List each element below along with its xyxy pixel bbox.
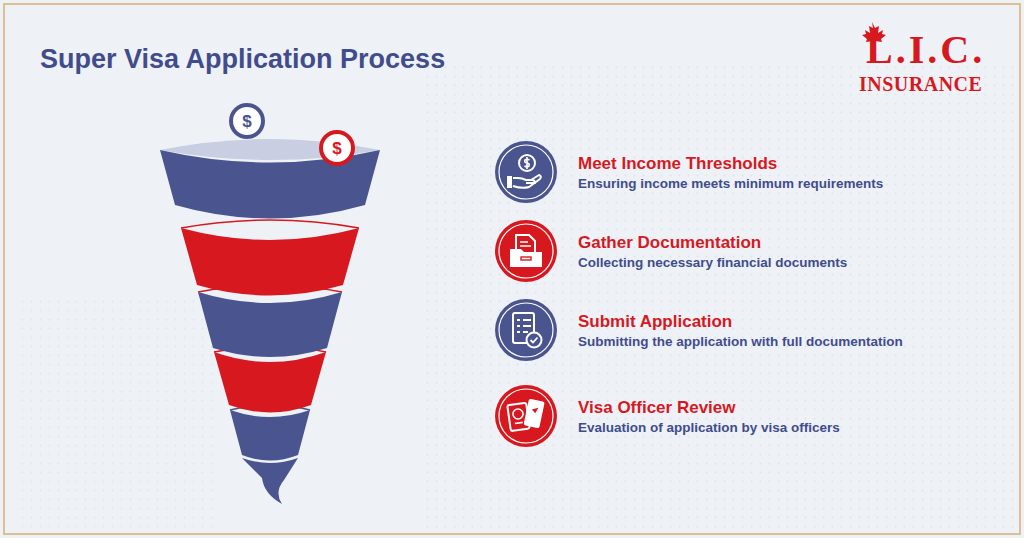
dollar-sign: $	[242, 113, 251, 130]
step-description: Submitting the application with full doc…	[578, 333, 998, 351]
funnel-band	[230, 410, 310, 461]
icon-ring	[499, 389, 553, 443]
process-step: Visa Officer ReviewEvaluation of applica…	[494, 384, 994, 448]
icon-glyph	[531, 338, 538, 343]
step-icon	[494, 384, 558, 448]
coin	[231, 105, 263, 137]
coin	[321, 132, 353, 164]
icon-glyph	[531, 407, 538, 414]
icon-glyph	[520, 242, 531, 246]
step-heading: Visa Officer Review	[578, 397, 998, 418]
step-description: Evaluation of application by visa office…	[578, 419, 998, 437]
step-icon	[494, 140, 558, 204]
frame-border	[4, 4, 1020, 534]
step-icon	[494, 219, 558, 283]
icon-glyph	[513, 175, 541, 188]
icon-glyph	[515, 422, 523, 423]
step-description: Collecting necessary financial documents	[578, 254, 998, 272]
icon-glyph	[517, 320, 531, 332]
process-step: Gather DocumentationCollecting necessary…	[494, 219, 994, 283]
icon-glyph	[521, 257, 531, 260]
icon-circle	[495, 385, 557, 447]
icon-ring	[499, 303, 553, 357]
funnel-band	[214, 352, 326, 413]
icon-ring	[499, 145, 553, 199]
icon-glyph	[507, 176, 512, 188]
funnel-band	[198, 292, 342, 357]
step-icon	[494, 298, 558, 362]
icon-circle	[495, 141, 557, 203]
process-step: Submit ApplicationSubmitting the applica…	[494, 298, 994, 362]
step-heading: Meet Income Thresholds	[578, 153, 998, 174]
icon-glyph	[525, 157, 530, 169]
step-heading: Gather Documentation	[578, 232, 998, 253]
icon-glyph	[523, 399, 544, 429]
step-description: Ensuring income meets minimum requiremen…	[578, 175, 998, 193]
funnel-band	[181, 228, 359, 296]
dot-pattern	[20, 300, 220, 530]
icon-ring	[499, 224, 553, 278]
funnel-spiral-line	[181, 220, 359, 228]
dot-pattern	[420, 60, 1020, 530]
icon-circle	[495, 220, 557, 282]
funnel-tail	[242, 458, 298, 504]
dollar-sign: $	[332, 140, 341, 157]
logo-text: INSURANCE	[859, 74, 982, 94]
icon-glyph	[510, 249, 542, 267]
step-heading: Submit Application	[578, 311, 998, 332]
process-step: Meet Income ThresholdsEnsuring income me…	[494, 140, 994, 204]
icon-glyph	[519, 155, 535, 171]
logo-text: L.I.C.	[866, 30, 985, 70]
icon-glyph	[513, 409, 523, 419]
diagram-title: Super Visa Application Process	[40, 44, 445, 75]
icon-glyph	[527, 333, 542, 348]
icon-circle	[495, 299, 557, 361]
